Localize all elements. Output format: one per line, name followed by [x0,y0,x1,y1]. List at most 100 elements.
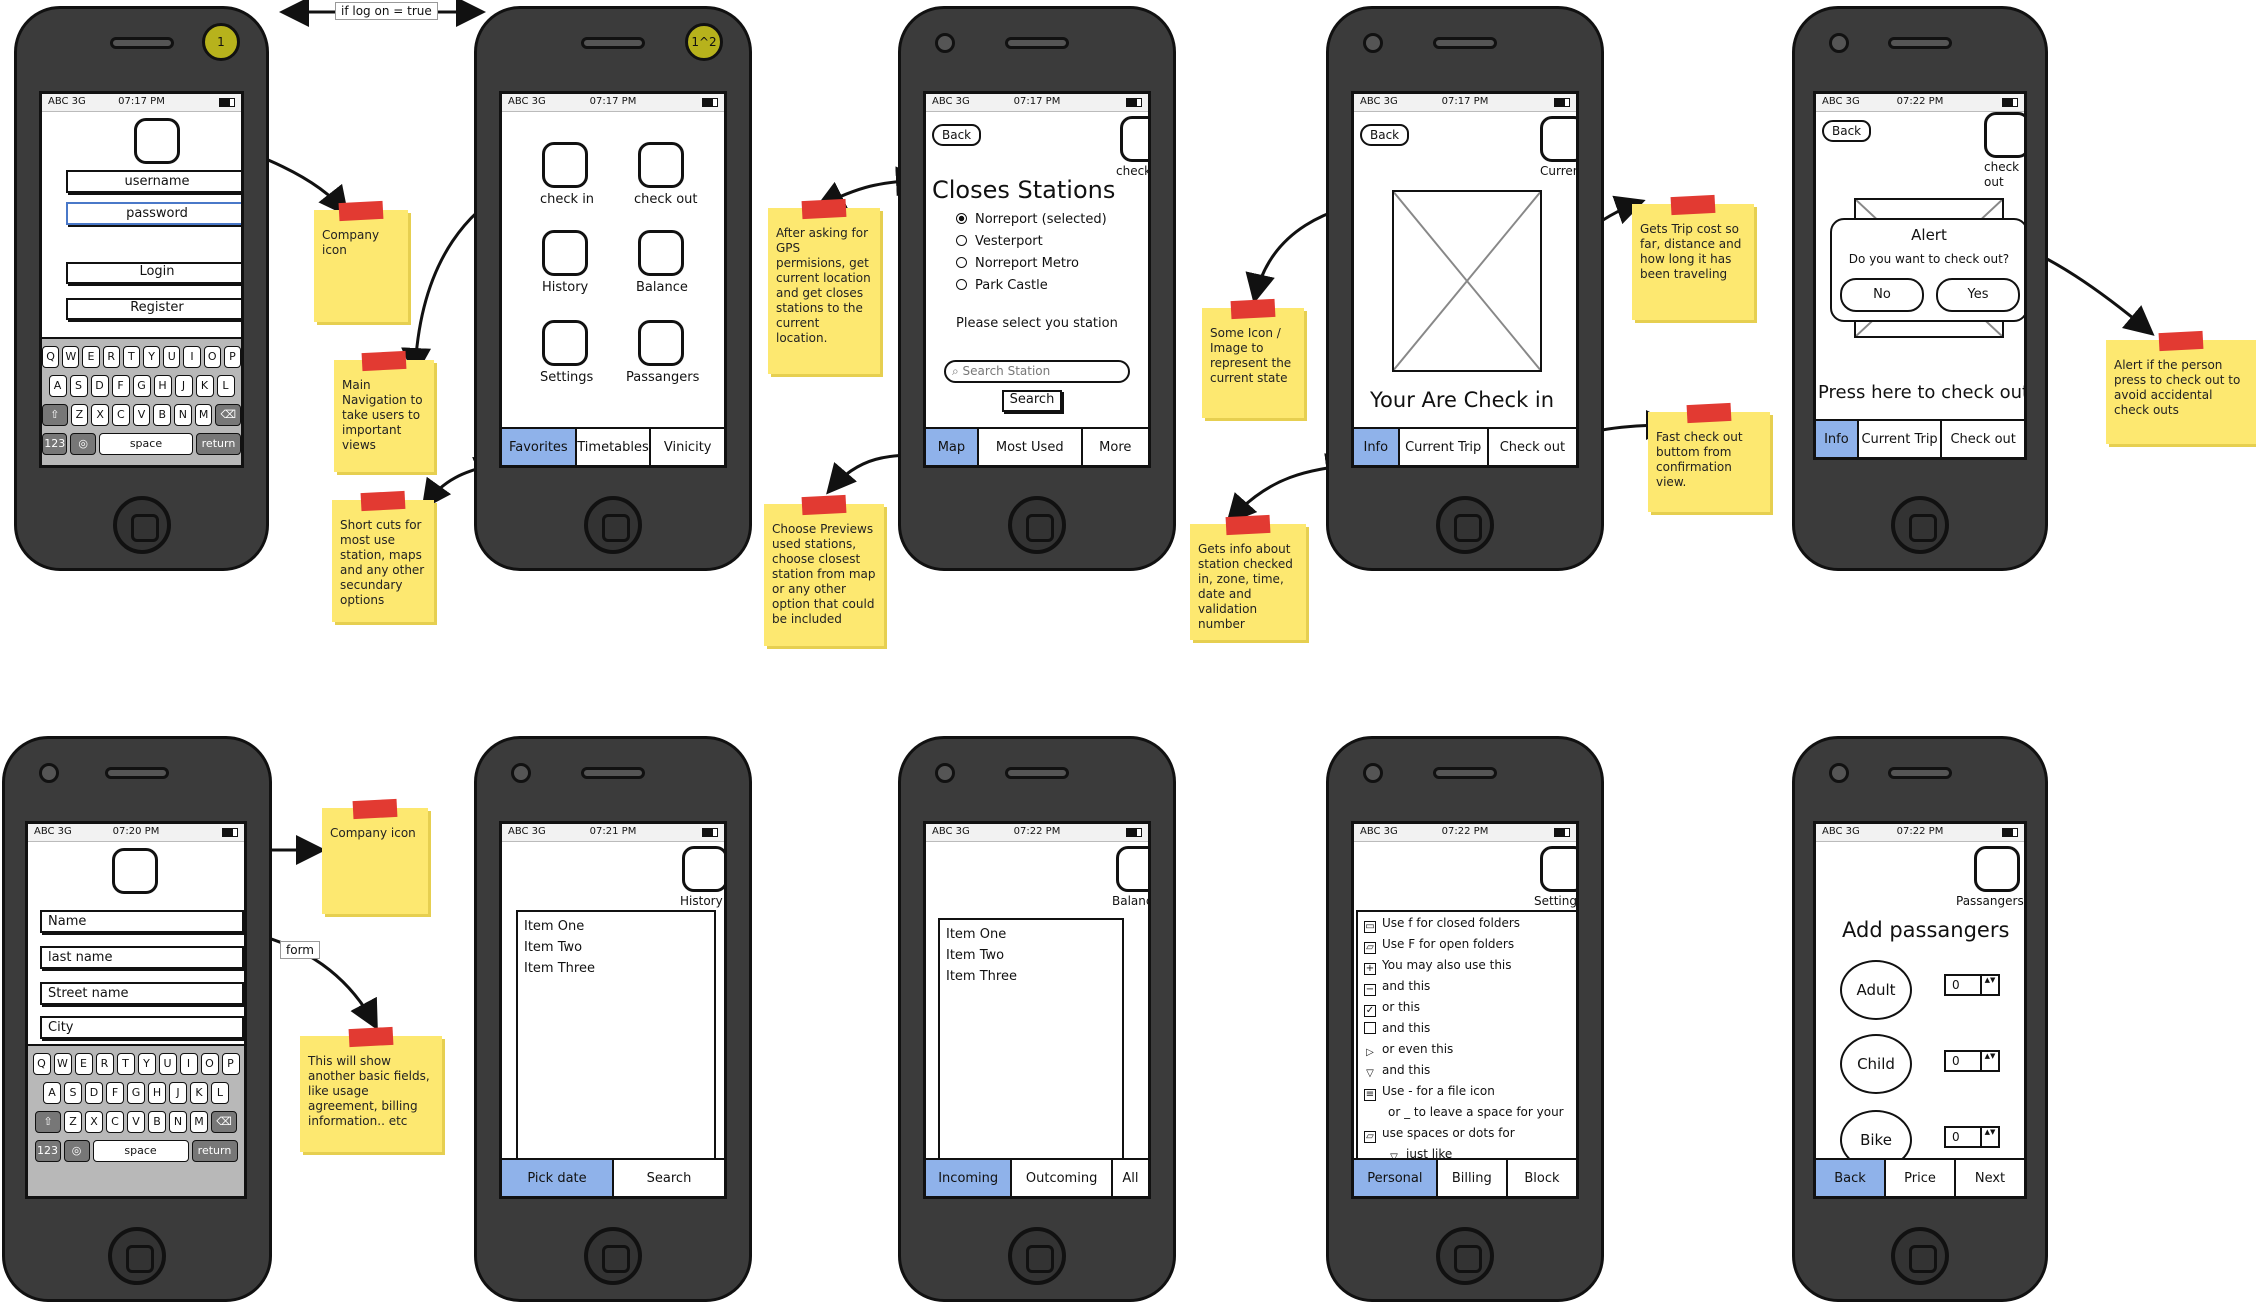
check-in-icon[interactable] [542,142,588,188]
key-x[interactable]: X [91,404,109,426]
tree-row[interactable]: ▽and this [1364,1063,1430,1081]
tab-outcoming[interactable]: Outcoming [1012,1160,1113,1196]
home-button[interactable] [584,496,642,554]
shift-key-icon[interactable]: ⇧ [42,404,68,426]
key-o[interactable]: O [200,1053,219,1075]
tab-info[interactable]: Info [1816,421,1859,457]
home-button[interactable] [108,1227,166,1285]
key-l[interactable]: L [216,375,235,397]
key-s[interactable]: S [69,375,88,397]
home-button[interactable] [1008,496,1066,554]
tab-pick-date[interactable]: Pick date [502,1160,614,1196]
key-p[interactable]: P [221,1053,240,1075]
key-t[interactable]: T [116,1053,135,1075]
key-x[interactable]: X [85,1111,103,1133]
tab-personal[interactable]: Personal [1354,1160,1438,1196]
globe-key-icon[interactable]: ◎ [63,1140,90,1162]
yes-button[interactable]: Yes [1936,278,2020,312]
key-o[interactable]: O [203,346,221,368]
shift-key-icon[interactable]: ⇧ [35,1111,61,1133]
adult-button[interactable]: Adult [1840,960,1912,1020]
key-q[interactable]: Q [42,346,60,368]
key-a[interactable]: A [48,375,67,397]
balance-icon[interactable] [638,230,684,276]
globe-key-icon[interactable]: ◎ [70,433,96,455]
list-item[interactable]: Item Three [946,969,1017,984]
station-option-4[interactable]: Park Castle [956,278,1048,293]
child-stepper[interactable]: 0 [1944,1050,2000,1072]
tab-more[interactable]: More [1099,439,1132,455]
home-button[interactable] [112,496,171,554]
tab-current-trip[interactable]: Current Trip [1400,429,1489,465]
username-field[interactable]: username [66,170,241,193]
delete-key-icon[interactable]: ⌫ [211,1111,237,1133]
key-g[interactable]: G [132,375,151,397]
tab-map[interactable]: Map [926,429,979,465]
no-button[interactable]: No [1840,278,1924,312]
key-n[interactable]: N [174,404,192,426]
tab-billing[interactable]: Billing [1438,1160,1508,1196]
key-l[interactable]: L [211,1082,229,1104]
tree-row[interactable]: ▷or even this [1364,1042,1453,1060]
station-option-2[interactable]: Vesterport [956,234,1043,249]
tree-row[interactable]: ▽just like [1388,1147,1452,1165]
key-f[interactable]: F [106,1082,124,1104]
check-out-icon[interactable] [638,142,684,188]
history-icon[interactable] [542,230,588,276]
tree-row[interactable]: ▱use spaces or dots for [1364,1126,1515,1143]
key-s[interactable]: S [64,1082,82,1104]
key-g[interactable]: G [127,1082,145,1104]
password-field[interactable]: password [66,202,241,225]
key-j[interactable]: J [174,375,193,397]
key-r[interactable]: R [102,346,120,368]
key-i[interactable]: I [183,346,201,368]
key-y[interactable]: Y [143,346,161,368]
street-name-field[interactable]: Street name [40,982,244,1005]
key-q[interactable]: Q [32,1053,51,1075]
key-h[interactable]: H [153,375,172,397]
station-option-3[interactable]: Norreport Metro [956,256,1079,271]
tree-row[interactable]: +You may also use this [1364,958,1512,975]
key-v[interactable]: V [127,1111,145,1133]
press-to-check-out[interactable]: Press here to check out [1818,382,2027,403]
settings-icon[interactable] [542,320,588,366]
tab-favorites[interactable]: Favorites [502,429,577,465]
tree-row[interactable]: ✓or this [1364,1000,1420,1017]
key-b[interactable]: B [148,1111,166,1133]
return-key[interactable]: return [195,433,241,455]
tab-next[interactable]: Next [1974,1170,2006,1186]
key-e[interactable]: E [74,1053,93,1075]
key-b[interactable]: B [153,404,172,426]
key-c[interactable]: C [111,404,130,426]
tab-timetables[interactable]: Timetables [577,429,652,465]
key-z[interactable]: Z [64,1111,82,1133]
list-item[interactable]: Item One [946,927,1007,942]
numbers-key[interactable]: 123 [34,1140,61,1162]
tree-row[interactable]: ≡Use - for a file icon [1364,1084,1495,1101]
home-button[interactable] [1436,496,1494,554]
tree-row[interactable]: ▱Use F for open folders [1364,937,1514,954]
key-m[interactable]: M [194,404,213,426]
key-r[interactable]: R [95,1053,114,1075]
tab-price[interactable]: Price [1886,1160,1956,1196]
home-button[interactable] [1008,1227,1066,1285]
return-key[interactable]: return [191,1140,238,1162]
tab-back[interactable]: Back [1816,1160,1886,1196]
key-e[interactable]: E [82,346,100,368]
station-option-1[interactable]: Norreport (selected) [956,212,1107,227]
key-z[interactable]: Z [70,404,89,426]
back-button[interactable]: Back [1360,124,1410,146]
check-in-icon[interactable] [1120,116,1148,162]
key-c[interactable]: C [106,1111,124,1133]
child-button[interactable]: Child [1840,1034,1912,1094]
tab-incoming[interactable]: Incoming [926,1160,1013,1196]
tab-vinicity[interactable]: Vinicity [663,439,712,455]
login-button[interactable]: Login [66,262,241,284]
adult-stepper[interactable]: 0 [1944,974,2000,996]
home-button[interactable] [1891,1227,1949,1285]
search-button[interactable]: Search [1002,390,1062,412]
key-j[interactable]: J [169,1082,187,1104]
key-w[interactable]: W [62,346,80,368]
tab-most-used[interactable]: Most Used [979,429,1083,465]
key-f[interactable]: F [111,375,130,397]
